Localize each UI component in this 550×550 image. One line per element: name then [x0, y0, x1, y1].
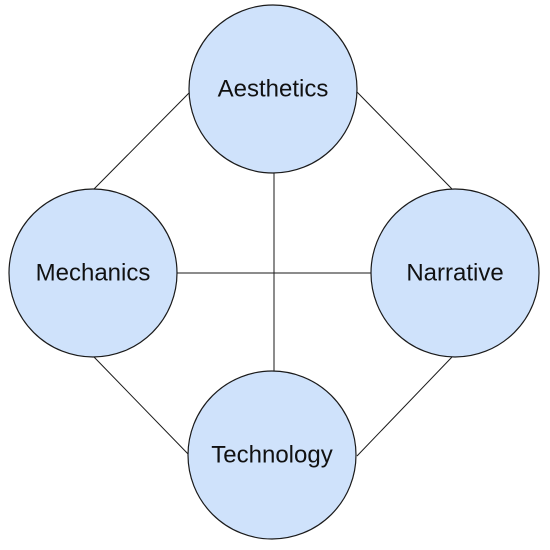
- node-narrative: Narrative: [370, 188, 540, 358]
- connector-aesthetics-narrative: [356, 91, 453, 190]
- connector-aesthetics-mechanics: [93, 91, 191, 190]
- connector-narrative-technology: [356, 356, 453, 457]
- node-mechanics-circle: [8, 188, 178, 358]
- node-technology-circle: [187, 370, 357, 540]
- node-mechanics-label: Mechanics: [36, 260, 151, 287]
- node-aesthetics: Aesthetics: [188, 4, 358, 174]
- node-aesthetics-circle: [188, 4, 358, 174]
- node-narrative-label: Narrative: [406, 260, 503, 287]
- node-aesthetics-label: Aesthetics: [218, 76, 329, 103]
- node-technology-label: Technology: [211, 442, 332, 469]
- connector-mechanics-technology: [93, 356, 191, 457]
- node-narrative-circle: [370, 188, 540, 358]
- node-mechanics: Mechanics: [8, 188, 178, 358]
- connectors: [93, 91, 453, 457]
- node-technology: Technology: [187, 370, 357, 540]
